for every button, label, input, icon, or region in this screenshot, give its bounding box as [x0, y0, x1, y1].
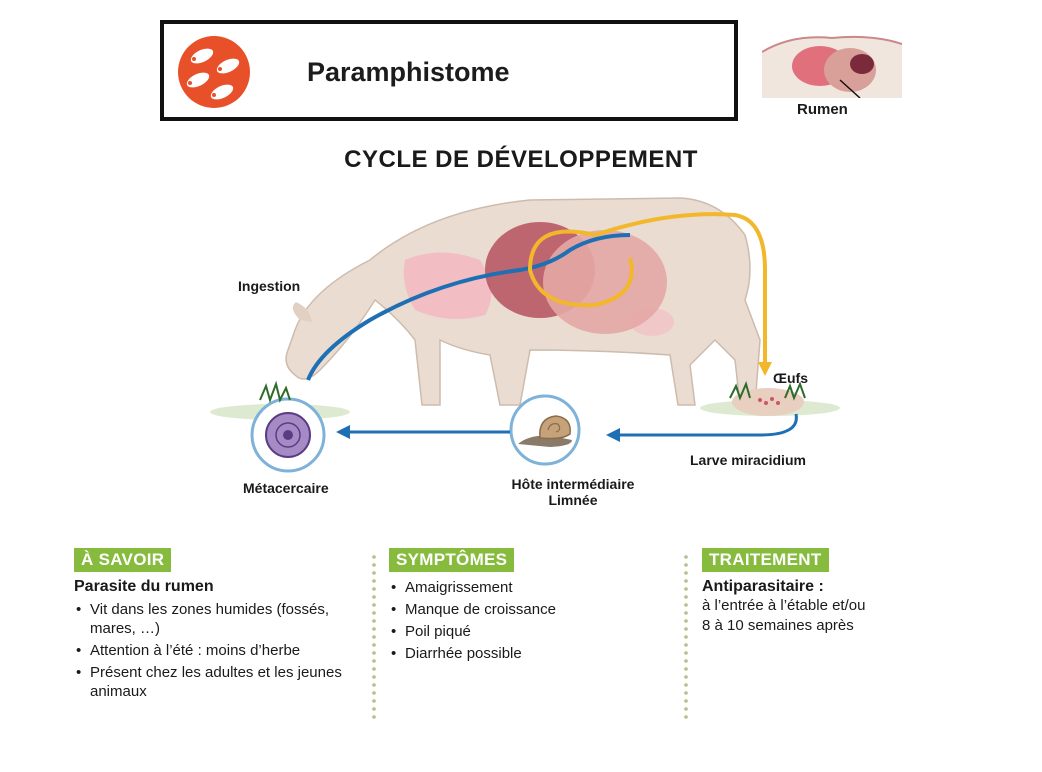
- list-item: Diarrhée possible: [389, 644, 639, 663]
- a-savoir-section: À SAVOIR Parasite du rumen Vit dans les …: [74, 548, 364, 704]
- a-savoir-subtitle: Parasite du rumen: [74, 578, 214, 595]
- traitement-section: TRAITEMENT Antiparasitaire : à l’entrée …: [702, 548, 962, 636]
- traitement-line: à l’entrée à l’étable et/ou: [702, 597, 866, 614]
- traitement-subtitle: Antiparasitaire :: [702, 578, 824, 595]
- label-hote-line2: Limnée: [548, 492, 598, 508]
- list-item: Poil piqué: [389, 622, 639, 641]
- list-item: Vit dans les zones humides (fossés, mare…: [74, 600, 364, 638]
- label-hote-line1: Hôte intermédiaire: [511, 476, 635, 492]
- label-hote: Hôte intermédiaire Limnée: [478, 476, 668, 508]
- rumen-label: Rumen: [797, 101, 848, 118]
- header-box: Paramphistome: [160, 20, 738, 121]
- snail-icon: [509, 394, 581, 466]
- list-item: Présent chez les adultes et les jeunes a…: [74, 663, 364, 701]
- traitement-badge: TRAITEMENT: [702, 548, 829, 572]
- label-metacercaire: Métacercaire: [243, 480, 329, 496]
- symptomes-section: SYMPTÔMES Amaigrissement Manque de crois…: [389, 548, 639, 666]
- cow-illustration: [210, 197, 840, 473]
- divider-2: [684, 553, 688, 723]
- metacercaria-icon: [250, 397, 326, 473]
- list-item: Manque de croissance: [389, 600, 639, 619]
- traitement-line: 8 à 10 semaines après: [702, 617, 854, 634]
- list-item: Attention à l’été : moins d’herbe: [74, 641, 364, 660]
- divider-1: [372, 553, 376, 723]
- label-oeufs: Œufs: [773, 370, 808, 386]
- life-cycle-diagram: [200, 190, 860, 520]
- symptomes-badge: SYMPTÔMES: [389, 548, 515, 572]
- label-ingestion: Ingestion: [238, 278, 301, 294]
- rumen-anatomy-icon: [761, 30, 903, 99]
- symptomes-list: Amaigrissement Manque de croissance Poil…: [389, 578, 639, 663]
- page-title: Paramphistome: [307, 57, 510, 87]
- a-savoir-badge: À SAVOIR: [74, 548, 172, 572]
- cycle-title: CYCLE DE DÉVELOPPEMENT: [344, 146, 698, 173]
- parasite-logo-icon: [178, 36, 250, 108]
- list-item: Amaigrissement: [389, 578, 639, 597]
- a-savoir-list: Vit dans les zones humides (fossés, mare…: [74, 600, 364, 701]
- label-larve: Larve miracidium: [690, 452, 806, 468]
